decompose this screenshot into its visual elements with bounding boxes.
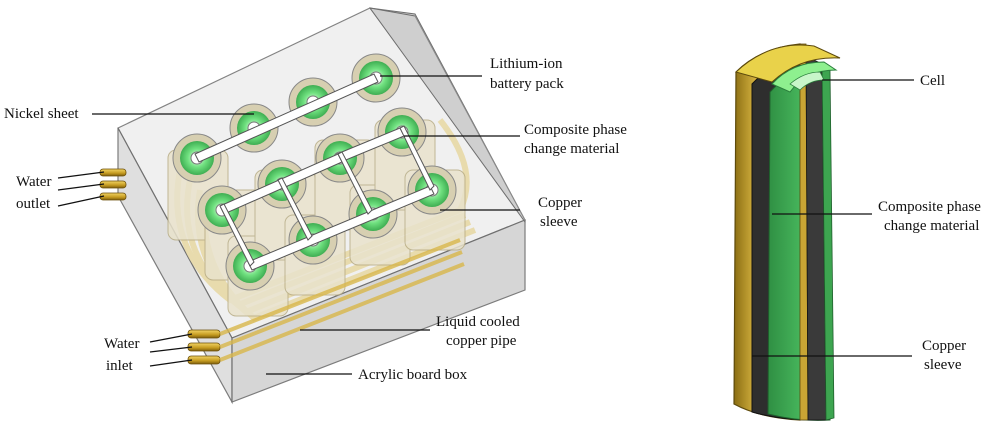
labels-left: Lithium-ion battery pack Nickel sheet Co…: [4, 56, 627, 383]
label-lithium-ion-1: Lithium-ion: [490, 56, 563, 72]
liquid-cooled-pipe: [219, 238, 465, 362]
label-cell-composite-2: change material: [884, 218, 979, 234]
cell-top-cap: [735, 44, 841, 83]
label-lithium-ion-2: battery pack: [490, 76, 564, 92]
battery-module: [99, 7, 526, 405]
labels-right: Cell Composite phase change material Cop…: [878, 73, 981, 373]
label-cell: Cell: [920, 73, 945, 89]
label-nickel-sheet: Nickel sheet: [4, 106, 79, 122]
label-composite-1: Composite phase: [524, 122, 627, 138]
label-copper-sleeve-1: Copper: [538, 195, 582, 211]
label-composite-2: change material: [524, 141, 619, 157]
label-cell-copper-2: sleeve: [924, 357, 962, 373]
label-cell-copper-1: Copper: [922, 338, 966, 354]
label-water-inlet-2: inlet: [106, 358, 133, 374]
label-acrylic-box: Acrylic board box: [358, 367, 468, 383]
label-water-outlet-2: outlet: [16, 196, 51, 212]
label-copper-sleeve-2: sleeve: [540, 214, 578, 230]
cell-cutaway: [733, 43, 841, 421]
leader-lines-left: [57, 75, 520, 375]
label-cell-composite-1: Composite phase: [878, 199, 981, 215]
leader-lines-right: [752, 79, 914, 357]
acrylic-box-front-face: [231, 219, 526, 403]
label-liquid-pipe-2: copper pipe: [446, 333, 517, 349]
label-liquid-pipe-1: Liquid cooled: [436, 314, 520, 330]
label-water-outlet-1: Water: [16, 174, 51, 190]
water-outlet-pipes: [99, 168, 127, 201]
water-inlet-pipes: [187, 329, 221, 365]
nickel-sheets: [194, 73, 435, 271]
label-water-inlet-1: Water: [104, 336, 139, 352]
